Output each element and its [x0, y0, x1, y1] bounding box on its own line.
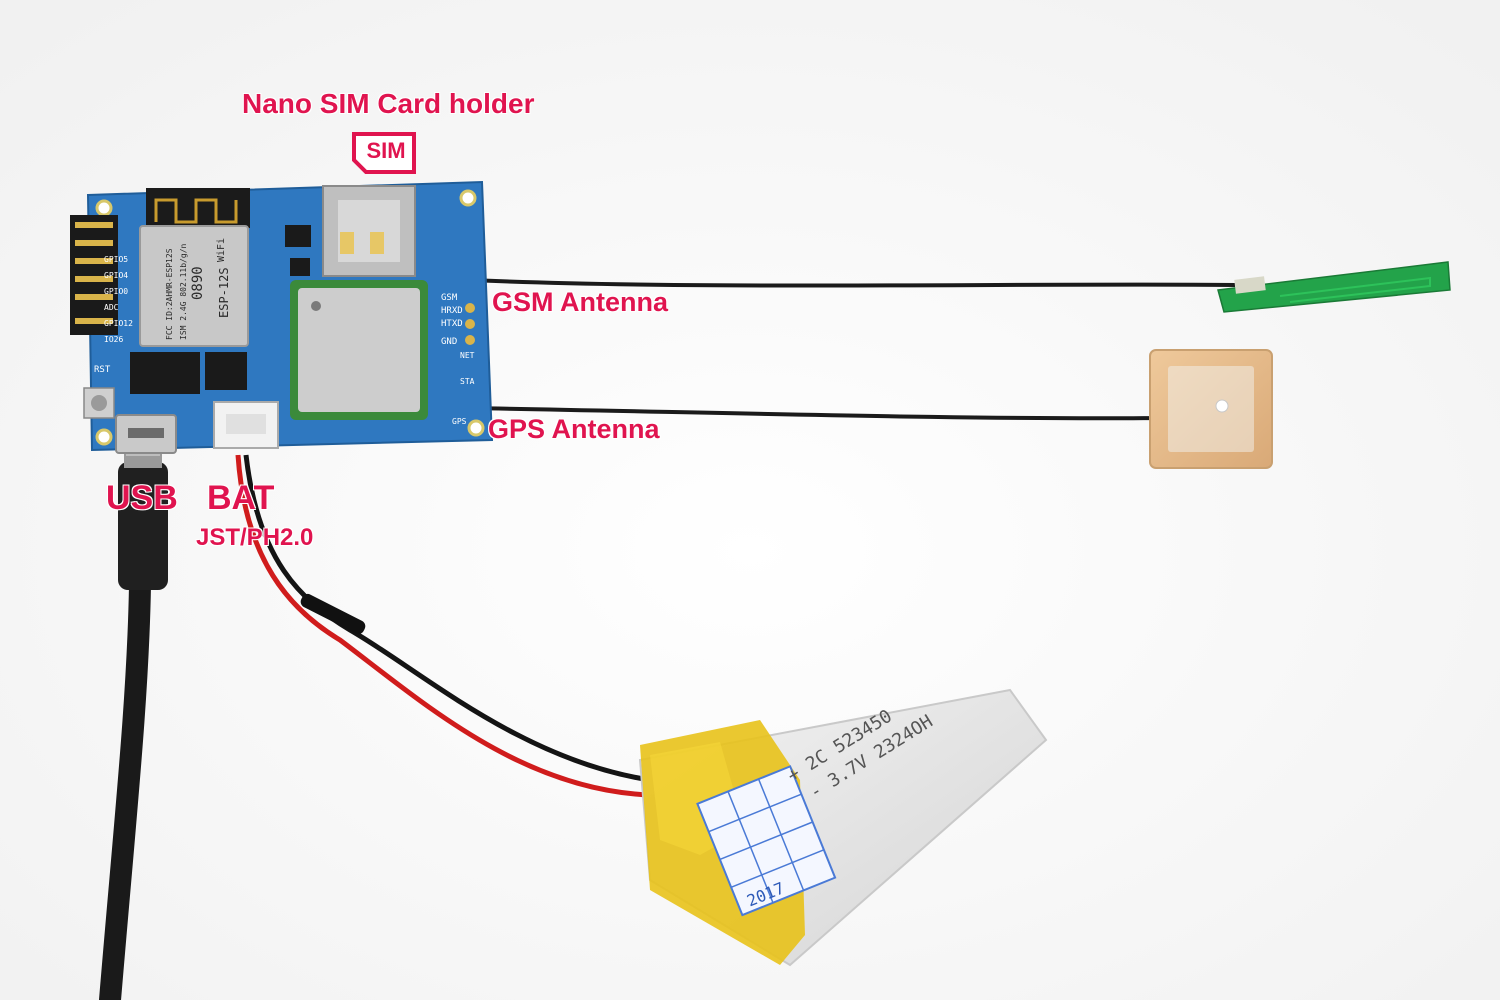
- pin-label-adc: ADC: [104, 303, 119, 312]
- side-label-hrxd: HRXD: [441, 306, 463, 316]
- module-fcc: FCC ID:2AHMR-ESP12S: [165, 248, 174, 340]
- pin-label-gpio12: GPIO12: [104, 319, 133, 328]
- status-label-sta: STA: [460, 377, 475, 386]
- module-code: 0890: [190, 266, 206, 300]
- module-name: ESP-12S: [217, 267, 231, 318]
- module-spec: ISM 2.4G 802.11b/g/n: [179, 243, 188, 340]
- sim-icon: SIM: [350, 130, 418, 176]
- pin-label-gpio5: GPIO5: [104, 255, 128, 264]
- micro-usb-port: [115, 414, 177, 454]
- reset-button: [83, 387, 115, 419]
- gps-port-label: GPS: [452, 417, 467, 426]
- status-label-net: NET: [460, 351, 475, 360]
- usb-cable: [99, 448, 168, 1000]
- jst-battery-connector: [213, 401, 279, 449]
- gsm-antenna-label: GSM Antenna: [492, 287, 669, 317]
- pcb-board: GPIO5 GPIO4 GPIO0 ADC GPIO12 IO26 0890 E…: [70, 180, 494, 454]
- pin-label-gpio0: GPIO0: [104, 287, 128, 296]
- usb-label: USB: [106, 479, 178, 517]
- pin-header: [70, 215, 118, 335]
- module-brand: WiFi: [216, 238, 227, 262]
- side-label-gsm: GSM: [441, 293, 458, 303]
- bat-label: BAT: [207, 479, 275, 517]
- sim-holder-label: Nano SIM Card holder: [242, 88, 535, 119]
- gsm-antenna: [1217, 261, 1451, 313]
- bat-connector-label: JST/PH2.0: [196, 524, 314, 551]
- gps-antenna: [1149, 349, 1273, 469]
- rst-label: RST: [94, 365, 111, 375]
- gps-antenna-label: GPS Antenna: [488, 414, 660, 444]
- pin-label-io26: IO26: [104, 335, 123, 344]
- battery-wires: [235, 454, 651, 798]
- pin-label-gpio4: GPIO4: [104, 271, 128, 280]
- side-label-htxd: HTXD: [441, 319, 463, 329]
- sim-icon-text: SIM: [366, 138, 406, 163]
- esp12s-module: 0890 ESP-12S FCC ID:2AHMR-ESP12S ISM 2.4…: [139, 188, 250, 347]
- gsm-gps-module: [290, 280, 428, 420]
- sim-card-holder: [322, 185, 416, 277]
- side-label-gnd: GND: [441, 337, 457, 347]
- lipo-battery: 2017 + 2C 523450 - 3.7V 2324OH: [638, 688, 1048, 967]
